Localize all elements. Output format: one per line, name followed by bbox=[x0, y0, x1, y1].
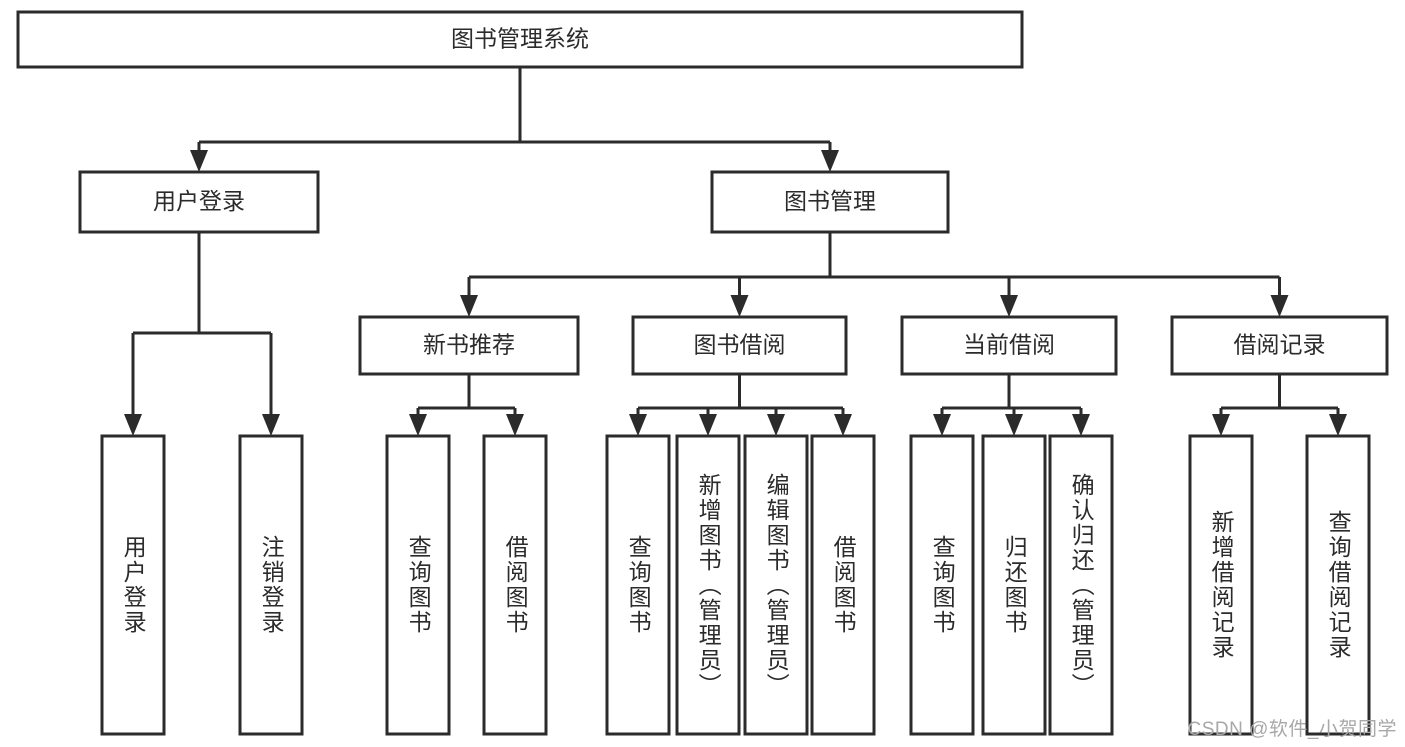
node-box-l3-当前借阅[interactable] bbox=[900, 315, 1118, 376]
arrow-head-icon-login-1 bbox=[262, 414, 280, 436]
arrow-head-icon-root-0 bbox=[190, 150, 208, 172]
arrow-head-icon-bookmgmt-0 bbox=[460, 295, 478, 317]
node-box-l2-图书管理[interactable] bbox=[710, 170, 950, 234]
arrow-head-icon-l3-2-1 bbox=[1005, 414, 1023, 436]
node-label-l3-新书推荐: 新书推荐 bbox=[423, 332, 515, 358]
node-box-l3-图书借阅[interactable] bbox=[631, 315, 848, 376]
node-box-leaf-查询图书[interactable] bbox=[605, 434, 671, 736]
node-box-leaf-新增图书管理员[interactable] bbox=[675, 434, 741, 736]
node-box-leaf-编辑图书管理员[interactable] bbox=[743, 434, 809, 736]
arrow-head-icon-l3-1-1 bbox=[699, 414, 717, 436]
node-box-l3-借阅记录[interactable] bbox=[1170, 315, 1389, 376]
arrow-head-icon-l3-2-2 bbox=[1072, 414, 1090, 436]
watermark-credit: CSDN @软件_小贺同学 bbox=[1187, 719, 1397, 740]
node-box-leaf-确认归还管理员[interactable] bbox=[1048, 434, 1114, 736]
node-label-l3-图书借阅: 图书借阅 bbox=[694, 332, 786, 358]
node-box-root-图书管理系统[interactable] bbox=[16, 10, 1024, 69]
arrow-head-icon-l3-3-0 bbox=[1212, 414, 1230, 436]
arrow-head-icon-bookmgmt-3 bbox=[1270, 295, 1289, 317]
node-box-leaf-借阅图书[interactable] bbox=[810, 434, 876, 736]
arrow-head-icon-login-0 bbox=[124, 414, 142, 436]
node-box-leaf-新增借阅记录[interactable] bbox=[1188, 434, 1254, 736]
arrow-head-icon-bookmgmt-1 bbox=[730, 295, 749, 317]
node-label-l2-图书管理: 图书管理 bbox=[784, 188, 876, 214]
node-box-leaf-借阅图书[interactable] bbox=[482, 434, 548, 736]
arrow-head-icon-l3-0-0 bbox=[409, 414, 427, 436]
node-label-root-图书管理系统: 图书管理系统 bbox=[451, 26, 589, 52]
node-box-leaf-查询借阅记录[interactable] bbox=[1305, 434, 1371, 736]
node-box-leaf-用户登录[interactable] bbox=[100, 434, 166, 736]
node-box-leaf-注销登录[interactable] bbox=[238, 434, 304, 736]
arrow-head-icon-root-1 bbox=[821, 150, 839, 172]
arrow-head-icon-l3-3-1 bbox=[1329, 414, 1347, 436]
arrow-head-icon-l3-1-3 bbox=[834, 414, 852, 436]
boxes-layer bbox=[16, 10, 1389, 736]
node-label-l3-当前借阅: 当前借阅 bbox=[963, 332, 1055, 358]
arrow-head-icon-l3-0-1 bbox=[506, 414, 524, 436]
node-box-leaf-查询图书[interactable] bbox=[909, 434, 975, 736]
node-box-leaf-归还图书[interactable] bbox=[981, 434, 1047, 736]
arrow-head-icon-bookmgmt-2 bbox=[1000, 295, 1018, 317]
node-box-l2-用户登录[interactable] bbox=[78, 170, 320, 234]
arrow-head-icon-l3-2-0 bbox=[933, 414, 951, 436]
node-box-leaf-查询图书[interactable] bbox=[385, 434, 451, 736]
arrow-head-icon-l3-1-0 bbox=[629, 414, 647, 436]
node-label-l3-借阅记录: 借阅记录 bbox=[1234, 332, 1326, 358]
node-label-l2-用户登录: 用户登录 bbox=[153, 188, 245, 214]
connectors-layer bbox=[124, 67, 1347, 436]
node-box-l3-新书推荐[interactable] bbox=[358, 315, 580, 376]
arrow-head-icon-l3-1-2 bbox=[767, 414, 785, 436]
